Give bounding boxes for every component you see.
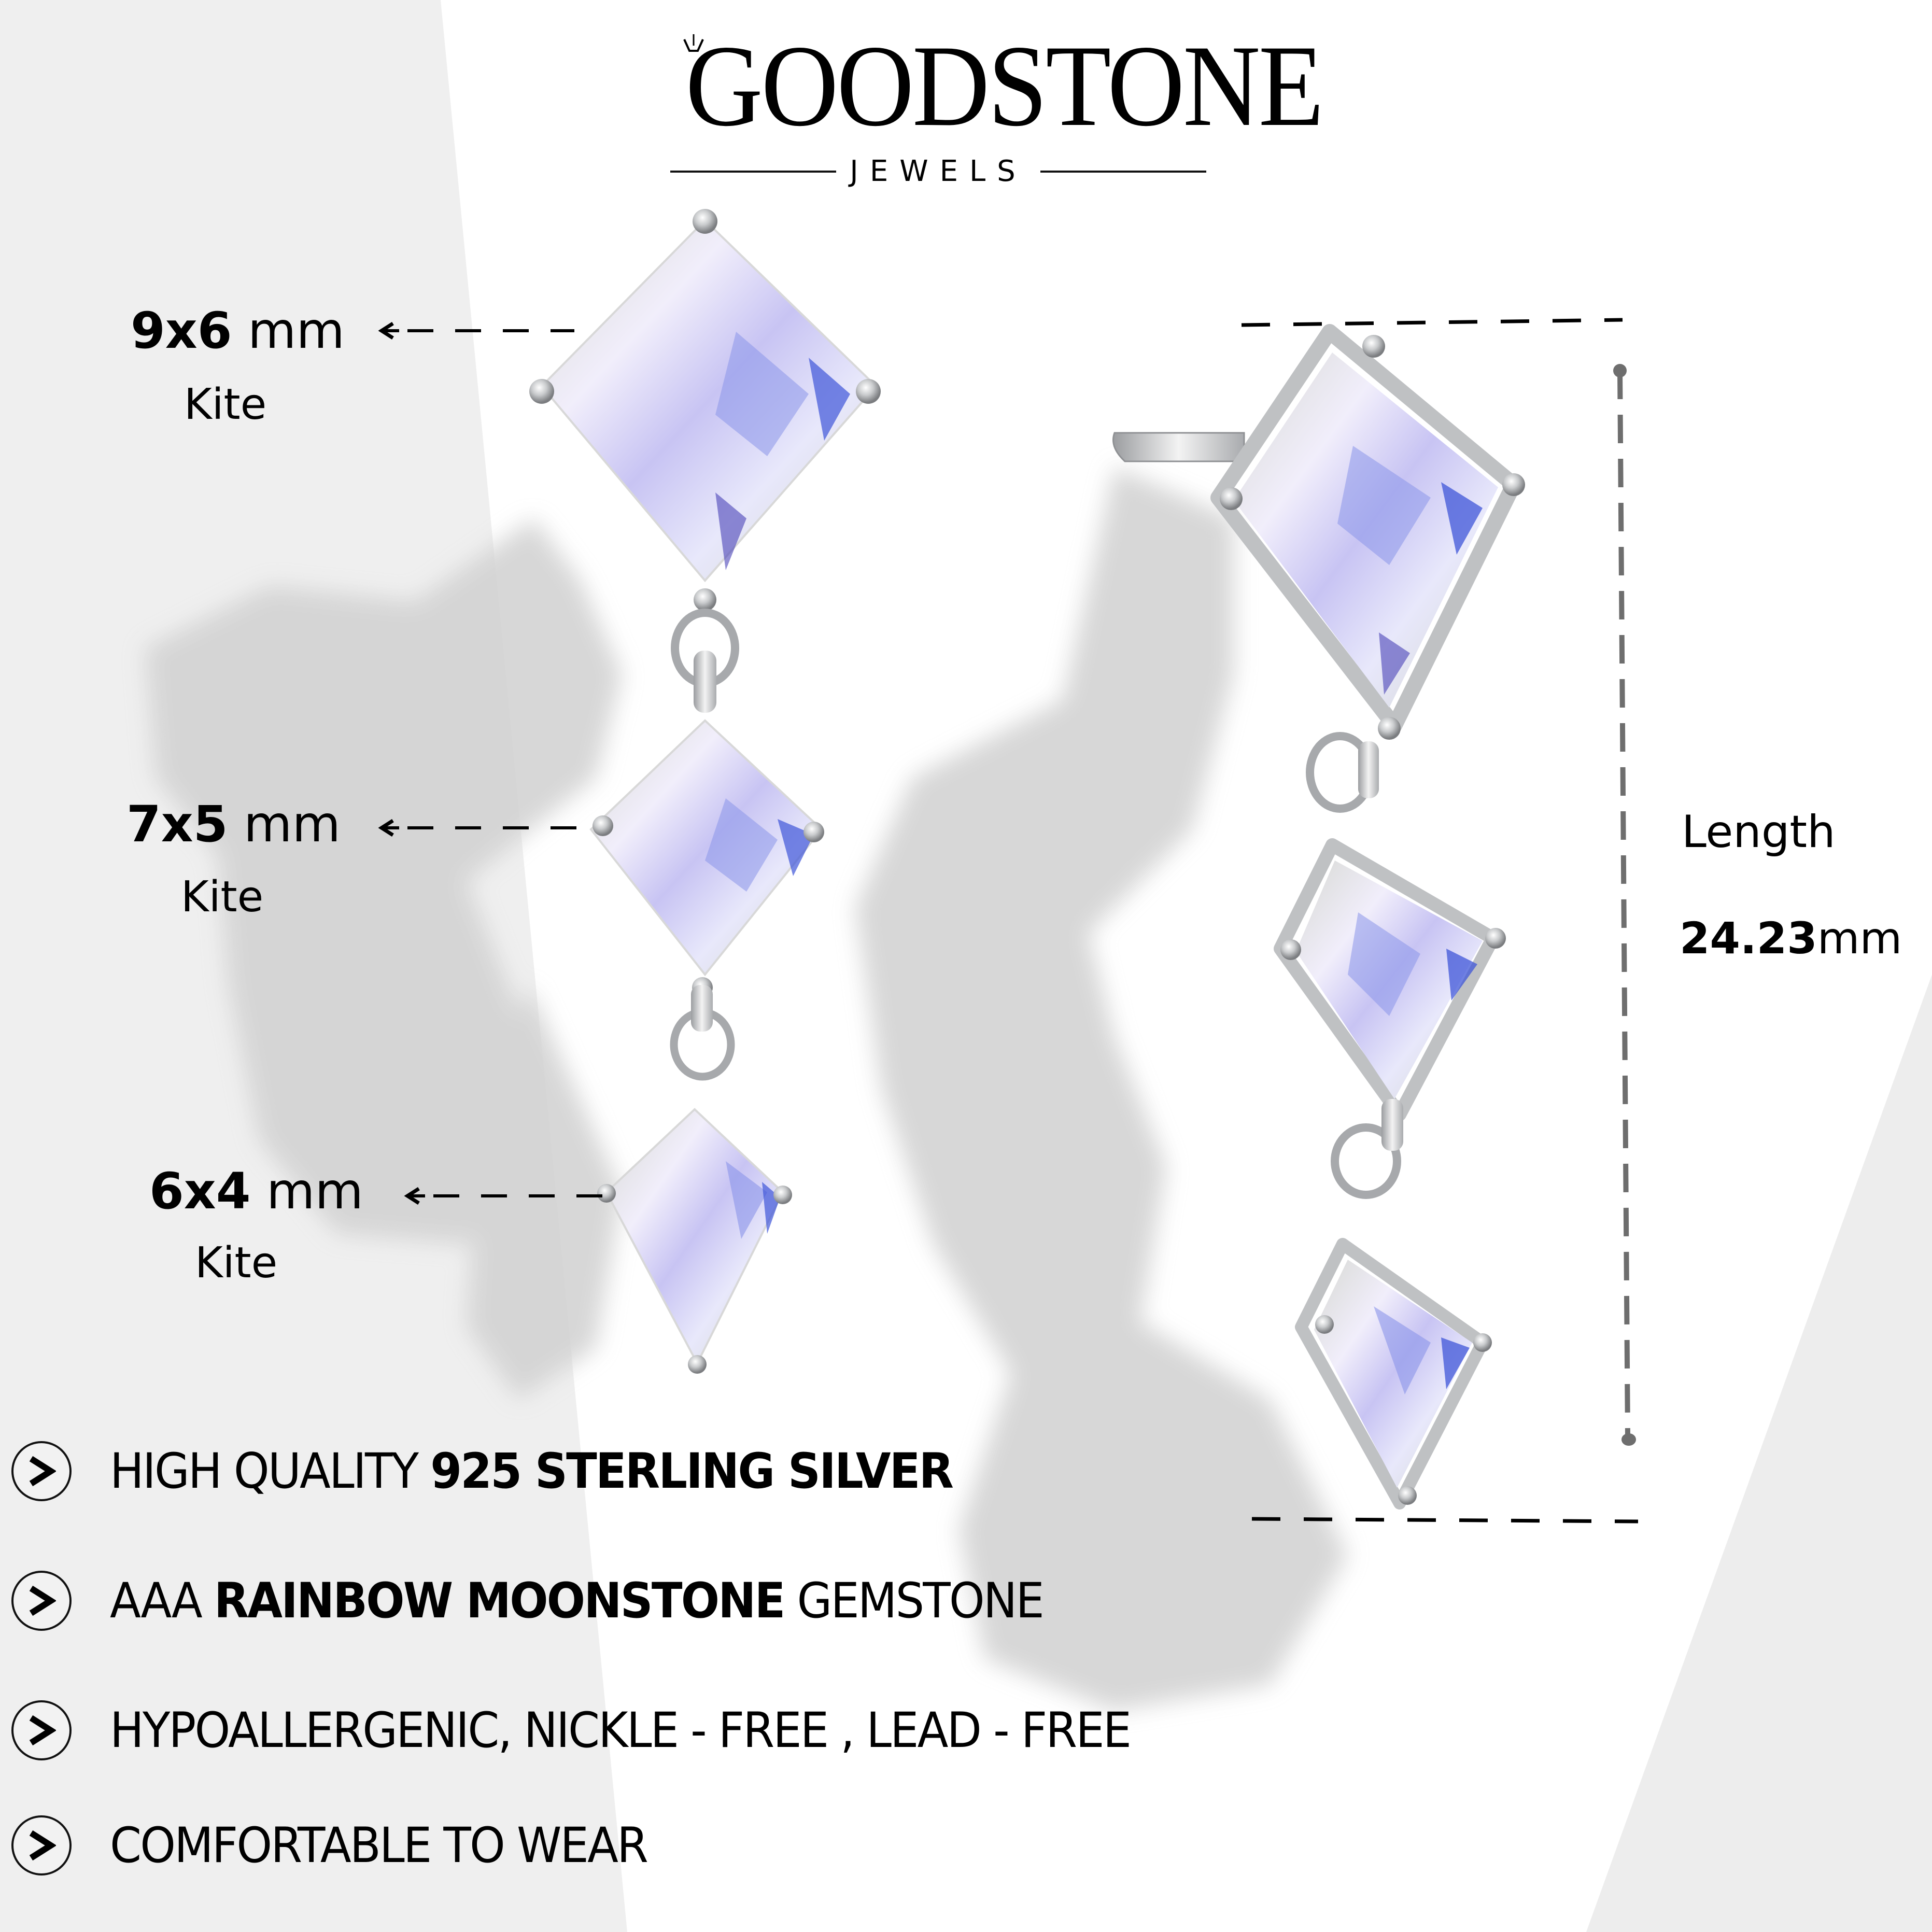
length-value-row: 24.23mm (1680, 912, 1902, 964)
feature-text: AAA RAINBOW MOONSTONE GEMSTONE (110, 1572, 1045, 1629)
stone-size-unit: mm (266, 1162, 364, 1220)
length-title: Length (1682, 806, 1836, 858)
chevron-right-circle-icon (11, 1700, 72, 1760)
stone-shape: Kite (195, 1238, 278, 1288)
arrow-left-icon (378, 322, 574, 340)
arrow-left-icon (378, 819, 595, 837)
stone-size-label-1: 9x6 mm Kite (131, 305, 345, 428)
chevron-right-circle-icon (11, 1571, 72, 1631)
feature-item: HIGH QUALITY 925 STERLING SILVER (11, 1441, 1016, 1501)
length-dimension-lines (1241, 318, 1639, 1524)
brand-subtitle: JEWELS (850, 154, 1027, 188)
stone-size-value: 9x6 (131, 302, 232, 360)
feature-text: COMFORTABLE TO WEAR (110, 1817, 648, 1874)
stone-shape: Kite (181, 872, 264, 922)
length-unit: mm (1817, 913, 1902, 964)
left-earring (529, 209, 881, 1374)
feature-text-regular: AAA (110, 1572, 214, 1629)
feature-text-regular: GEMSTONE (784, 1572, 1045, 1629)
feature-text-regular: HIGH QUALITY (110, 1443, 431, 1500)
stone-size-unit: mm (244, 795, 341, 853)
feature-text-bold: RAINBOW MOONSTONE (214, 1572, 785, 1629)
crown-icon (683, 34, 704, 52)
stone-size-value: 7x5 (126, 795, 228, 853)
feature-item: AAA RAINBOW MOONSTONE GEMSTONE (11, 1571, 1113, 1631)
stone-size-label-2: 7x5 mm Kite (126, 798, 341, 921)
stone-size-value: 6x4 (149, 1162, 251, 1220)
stone-shape: Kite (184, 380, 267, 429)
divider (1040, 170, 1206, 173)
stone-size-unit: mm (248, 302, 345, 360)
feature-item: HYPOALLERGENIC, NICKLE - FREE , LEAD - F… (11, 1700, 1207, 1760)
chevron-right-circle-icon (11, 1815, 72, 1875)
right-earring (1112, 324, 1525, 1510)
stone-size-label-3: 6x4 mm Kite (149, 1165, 363, 1287)
length-label: Length 24.23mm (1680, 806, 1902, 964)
length-value: 24.23 (1680, 913, 1817, 964)
brand-subtitle-row: JEWELS (664, 154, 1213, 188)
feature-text-regular: HYPOALLERGENIC, NICKLE - FREE , LEAD - F… (110, 1702, 1132, 1759)
chevron-right-circle-icon (11, 1441, 72, 1501)
feature-item: COMFORTABLE TO WEAR (11, 1815, 687, 1875)
feature-text-regular: COMFORTABLE TO WEAR (110, 1817, 648, 1874)
feature-text: HYPOALLERGENIC, NICKLE - FREE , LEAD - F… (110, 1702, 1132, 1759)
feature-text: HIGH QUALITY 925 STERLING SILVER (110, 1443, 954, 1500)
divider (670, 170, 837, 173)
right-gray-triangle (1586, 975, 1932, 1932)
arrow-left-icon (404, 1187, 611, 1205)
feature-text-bold: 925 STERLING SILVER (430, 1443, 954, 1500)
